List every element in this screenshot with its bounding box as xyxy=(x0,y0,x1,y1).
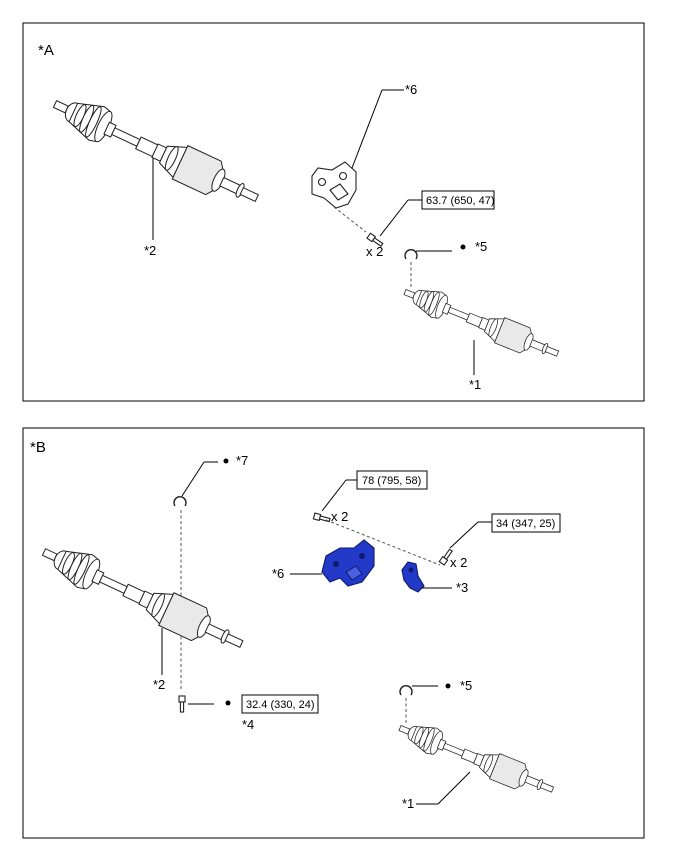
torque-value-right: 34 (347, 25) xyxy=(496,518,555,530)
torque-box-bottom xyxy=(241,694,319,714)
new-drive-shaft-b xyxy=(394,715,559,803)
torque-value: 63.7 (650, 47) xyxy=(426,195,495,207)
left-drive-shaft xyxy=(46,86,266,216)
torque-box xyxy=(421,190,495,210)
callout-bearing-lock: *3 xyxy=(456,580,468,595)
new-part-dot-top xyxy=(223,458,229,464)
torque-box-top xyxy=(356,470,428,490)
alignment-line-bolt xyxy=(333,206,367,233)
snap-ring xyxy=(404,248,418,260)
callout-new-shaft: *1 xyxy=(469,377,481,392)
bearing-bracket-blue xyxy=(321,539,375,587)
bearing-lock-blue xyxy=(401,561,425,593)
lower-bolt xyxy=(178,695,186,713)
new-part-dot xyxy=(460,244,466,250)
bolt-quantity: x 2 xyxy=(366,244,383,259)
snap-ring-b xyxy=(399,684,413,696)
bolt-quantity-right: x 2 xyxy=(450,555,467,570)
panel-a-frame xyxy=(22,22,645,402)
bracket-bolt-top xyxy=(312,512,331,524)
bolt-quantity-top: x 2 xyxy=(331,509,348,524)
callout-left-shaft: *2 xyxy=(144,243,156,258)
leader-snap-ring-top xyxy=(181,461,205,497)
callout-snap-ring-top: *7 xyxy=(236,453,248,468)
leader-bracket xyxy=(351,89,383,169)
leader-torque-top xyxy=(321,479,347,512)
callout-lower-bolt: *4 xyxy=(242,717,254,732)
alignment-line-bracket xyxy=(325,519,441,566)
callout-bracket: *6 xyxy=(405,82,417,97)
callout-new-shaft-b: *1 xyxy=(402,796,414,811)
panel-b-frame xyxy=(22,427,645,839)
callout-snap-ring: *5 xyxy=(475,239,487,254)
panel-a: *A *2 *6 63.7 (650, 47) x 2 *5 xyxy=(22,22,645,402)
torque-value-bottom: 32.4 (330, 24) xyxy=(246,699,315,711)
new-part-dot-b xyxy=(445,683,451,689)
new-part-dot-bolt xyxy=(225,700,231,706)
panel-b-label: *B xyxy=(30,439,46,456)
torque-box-right xyxy=(491,513,561,533)
panel-a-label: *A xyxy=(38,42,54,59)
callout-left-shaft-b: *2 xyxy=(153,677,165,692)
callout-bracket-b: *6 xyxy=(272,566,284,581)
callout-snap-ring-b: *5 xyxy=(460,678,472,693)
snap-ring-top xyxy=(173,495,187,507)
left-drive-shaft-b xyxy=(35,535,250,661)
bearing-bracket xyxy=(311,161,357,209)
leader-torque xyxy=(379,199,409,237)
new-drive-shaft xyxy=(399,279,564,367)
leader-torque-right xyxy=(449,521,479,549)
panel-b: *B *7 *2 32.4 (330, 24) *4 78 (795, 58) … xyxy=(22,427,645,839)
torque-value-top: 78 (795, 58) xyxy=(362,475,421,487)
leader-new-shaft-b xyxy=(437,771,471,805)
